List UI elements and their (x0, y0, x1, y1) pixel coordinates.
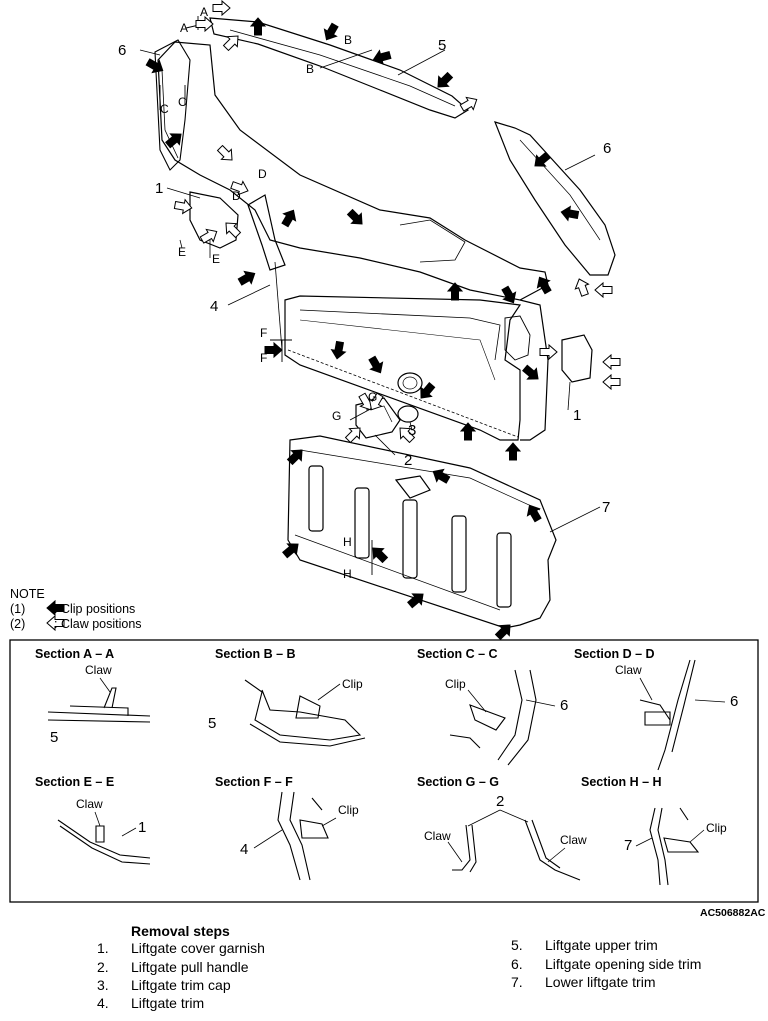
section-f-clip-label: Clip (338, 803, 359, 817)
step-7-num: 7. (511, 974, 523, 990)
section-c-title: Section C – C (417, 647, 498, 661)
note-item-2-prefix: (2) (10, 617, 25, 631)
section-f-part-label: 4 (240, 841, 248, 858)
cut-c-right: C (178, 95, 187, 109)
section-h-clip-label: Clip (706, 821, 727, 835)
cut-g-bottom: G (332, 409, 341, 423)
callout-6-right: 6 (603, 140, 611, 157)
note-item-1-text: : Clip positions (54, 602, 135, 616)
section-b-part-label: 5 (208, 715, 216, 732)
step-2-num: 2. (97, 959, 109, 975)
section-d-title: Section D – D (574, 647, 655, 661)
section-g-part-label: 2 (496, 793, 504, 810)
cut-d-right: D (258, 167, 267, 181)
section-e-title: Section E – E (35, 775, 114, 789)
cover-garnish-left-shape (189, 191, 239, 249)
section-a-title: Section A – A (35, 647, 114, 661)
section-c-part-label: 6 (560, 697, 568, 714)
section-f-title: Section F – F (215, 775, 293, 789)
section-g-claw-left-label: Claw (424, 829, 451, 843)
cut-b-top: B (344, 33, 352, 47)
exploded-view (139, 16, 616, 629)
step-4-num: 4. (97, 995, 109, 1011)
cut-f-bottom: F (260, 351, 267, 365)
cut-a-top: A (200, 5, 208, 19)
callout-3: 3 (408, 422, 416, 439)
section-details (47, 659, 700, 886)
step-1-num: 1. (97, 940, 109, 956)
section-d-claw-label: Claw (615, 663, 642, 677)
section-c-clip-label: Clip (445, 677, 466, 691)
section-a-part-label: 5 (50, 729, 58, 746)
section-leaders (94, 677, 726, 863)
note-item-1-prefix: (1) (10, 602, 25, 616)
liftgate-upper-trim-shape (209, 17, 470, 119)
cut-h-bottom: H (343, 567, 352, 581)
step-3-text: Liftgate trim cap (131, 977, 231, 993)
pull-handle-shape (355, 397, 401, 439)
note-item-2-text: : Claw positions (54, 617, 142, 631)
cut-b-bottom: B (306, 62, 314, 76)
cut-e-left: E (178, 245, 186, 259)
section-labels: Section A – A Claw 5 Section B – B Clip … (35, 647, 738, 858)
callout-2: 2 (404, 452, 412, 469)
step-5-num: 5. (511, 937, 523, 953)
step-7-text: Lower liftgate trim (545, 974, 655, 990)
cut-g-top: G (368, 390, 377, 404)
step-5-text: Liftgate upper trim (545, 937, 658, 953)
section-e-claw-label: Claw (76, 797, 103, 811)
callout-7: 7 (602, 499, 610, 516)
callout-5: 5 (438, 37, 446, 54)
callout-4: 4 (210, 298, 218, 315)
callout-6-left: 6 (118, 42, 126, 59)
callout-1-right: 1 (573, 407, 581, 424)
cut-h-top: H (343, 535, 352, 549)
removal-steps-title: Removal steps (131, 923, 230, 939)
step-2-text: Liftgate pull handle (131, 959, 249, 975)
step-4-text: Liftgate trim (131, 995, 204, 1011)
section-b-title: Section B – B (215, 647, 296, 661)
section-h-part-label: 7 (624, 837, 632, 854)
claw-arrows (173, 0, 621, 446)
callout-1-left: 1 (155, 180, 163, 197)
cut-a-bottom: A (180, 21, 188, 35)
liftgate-trim-lower-panel (284, 295, 522, 441)
note-legend: NOTE (1) : Clip positions (2) : Claw pos… (10, 587, 142, 631)
figure-code: AC506882AC (700, 907, 766, 919)
opening-side-trim-right-shape (493, 121, 616, 276)
removal-steps: Removal steps 1. Liftgate cover garnish … (97, 923, 701, 1011)
clip-arrows (144, 17, 580, 643)
section-d-part-label: 6 (730, 693, 738, 710)
cut-f-top: F (260, 326, 267, 340)
callout-labels: 6 5 6 1 4 1 3 2 7 A A B B C C D D E E F … (118, 5, 611, 581)
cover-garnish-right-shape (561, 334, 593, 383)
section-e-part-label: 1 (138, 819, 146, 836)
cut-e-right: E (212, 252, 220, 266)
section-b-clip-label: Clip (342, 677, 363, 691)
step-6-text: Liftgate opening side trim (545, 956, 701, 972)
step-6-num: 6. (511, 956, 523, 972)
section-g-claw-right-label: Claw (560, 833, 587, 847)
section-detail-box (9, 639, 759, 903)
cut-d-left: D (232, 189, 241, 203)
section-g-title: Section G – G (417, 775, 499, 789)
step-1-text: Liftgate cover garnish (131, 940, 265, 956)
note-title: NOTE (10, 587, 45, 601)
section-h-title: Section H – H (581, 775, 662, 789)
liftgate-trim-upper-panel (157, 41, 549, 301)
section-a-claw-label: Claw (85, 663, 112, 677)
lower-liftgate-trim-shape (287, 435, 557, 629)
cut-c-left: C (160, 102, 169, 116)
step-3-num: 3. (97, 977, 109, 993)
